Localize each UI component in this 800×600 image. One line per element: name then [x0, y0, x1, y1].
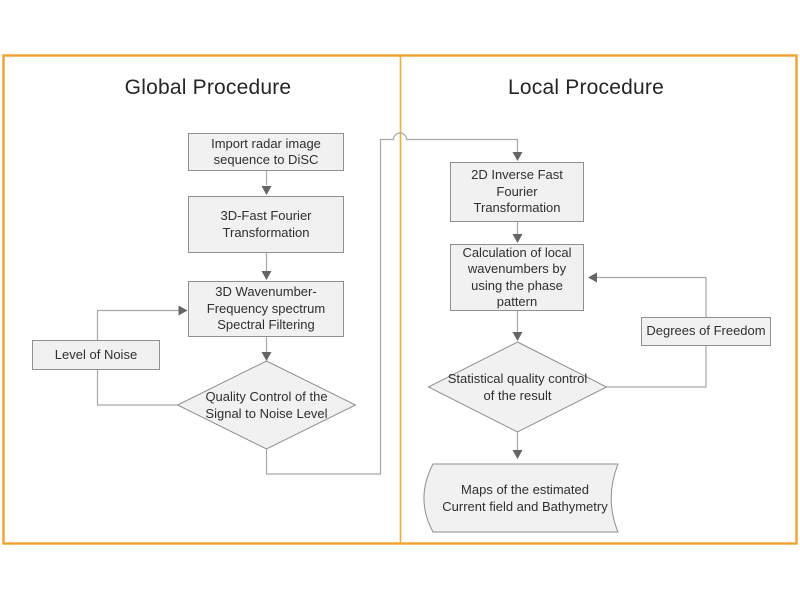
arrowhead-statistical-to-maps	[512, 450, 523, 459]
node-label-line: Transformation	[473, 200, 561, 216]
global-procedure-title: Global Procedure	[124, 76, 292, 99]
node-label-line: Maps of the estimated	[461, 482, 589, 497]
node-label-line: Spectral Filtering	[217, 317, 315, 333]
level-of-noise-box: Level of Noise	[32, 340, 160, 370]
inverse-fft-2d-box: 2D Inverse Fast Fourier Transformation	[450, 162, 584, 222]
node-label-line: Fourier	[496, 183, 538, 199]
node-label-line: wavenumbers by	[467, 261, 567, 276]
node-label-line: 3D Wavenumber-	[215, 284, 317, 300]
node-label-line: Degrees of Freedom	[646, 323, 766, 339]
arrowhead-fft-to-spectrum	[261, 271, 272, 280]
arrowhead-calculation-to-statistical	[512, 332, 523, 341]
node-label-line: Frequency spectrum	[206, 300, 326, 316]
arrowhead-loop-to-calculation	[588, 272, 597, 283]
wavenumber-spectrum-box: 3D Wavenumber- Frequency spectrum Spectr…	[188, 281, 344, 337]
node-label-line: pattern	[496, 294, 538, 309]
node-label-line: Transformation	[222, 224, 310, 240]
node-label-line: using the phase	[471, 277, 563, 293]
arrowhead-into-ifft	[512, 152, 523, 161]
statistical-quality-diamond-label: Statistical quality control of the resul…	[427, 370, 608, 404]
maps-output-label: Maps of the estimated Current field and …	[429, 481, 621, 515]
node-label-line: Import radar image	[211, 135, 321, 151]
node-label-line: Quality Control of the	[205, 389, 328, 404]
slide-frame	[2, 54, 798, 545]
maps-output-shape	[423, 463, 619, 533]
import-radar-image-box: Import radar image sequence to DiSC	[188, 133, 344, 171]
local-wavenumbers-box: Calculation of local wavenumbers by usin…	[450, 244, 584, 311]
arrowhead-ifft-to-calculation	[512, 234, 523, 243]
node-label-line: Level of Noise	[54, 346, 138, 362]
connector-global-to-local	[265, 132, 519, 475]
node-label-line: sequence to DiSC	[213, 152, 319, 167]
node-label-line: Signal to Noise Level	[205, 406, 328, 421]
node-label-line: of the result	[483, 388, 552, 403]
arrowhead-spectrum-to-quality	[261, 352, 272, 361]
node-label-line: Calculation of local	[462, 244, 572, 260]
quality-control-diamond-label: Quality Control of the Signal to Noise L…	[176, 388, 357, 422]
node-label-line: 3D-Fast Fourier	[220, 208, 312, 223]
node-label-line: 2D Inverse Fast	[471, 167, 563, 183]
node-label-line: Current field and Bathymetry	[442, 499, 608, 514]
fft-3d-box: 3D-Fast Fourier Transformation	[188, 196, 344, 253]
node-label-line: Statistical quality control	[447, 371, 588, 386]
arrowhead-loop-to-spectrum	[178, 305, 188, 316]
arrowhead-import-to-fft	[261, 186, 272, 195]
degrees-of-freedom-box: Degrees of Freedom	[641, 317, 771, 346]
local-procedure-title: Local Procedure	[508, 76, 664, 99]
